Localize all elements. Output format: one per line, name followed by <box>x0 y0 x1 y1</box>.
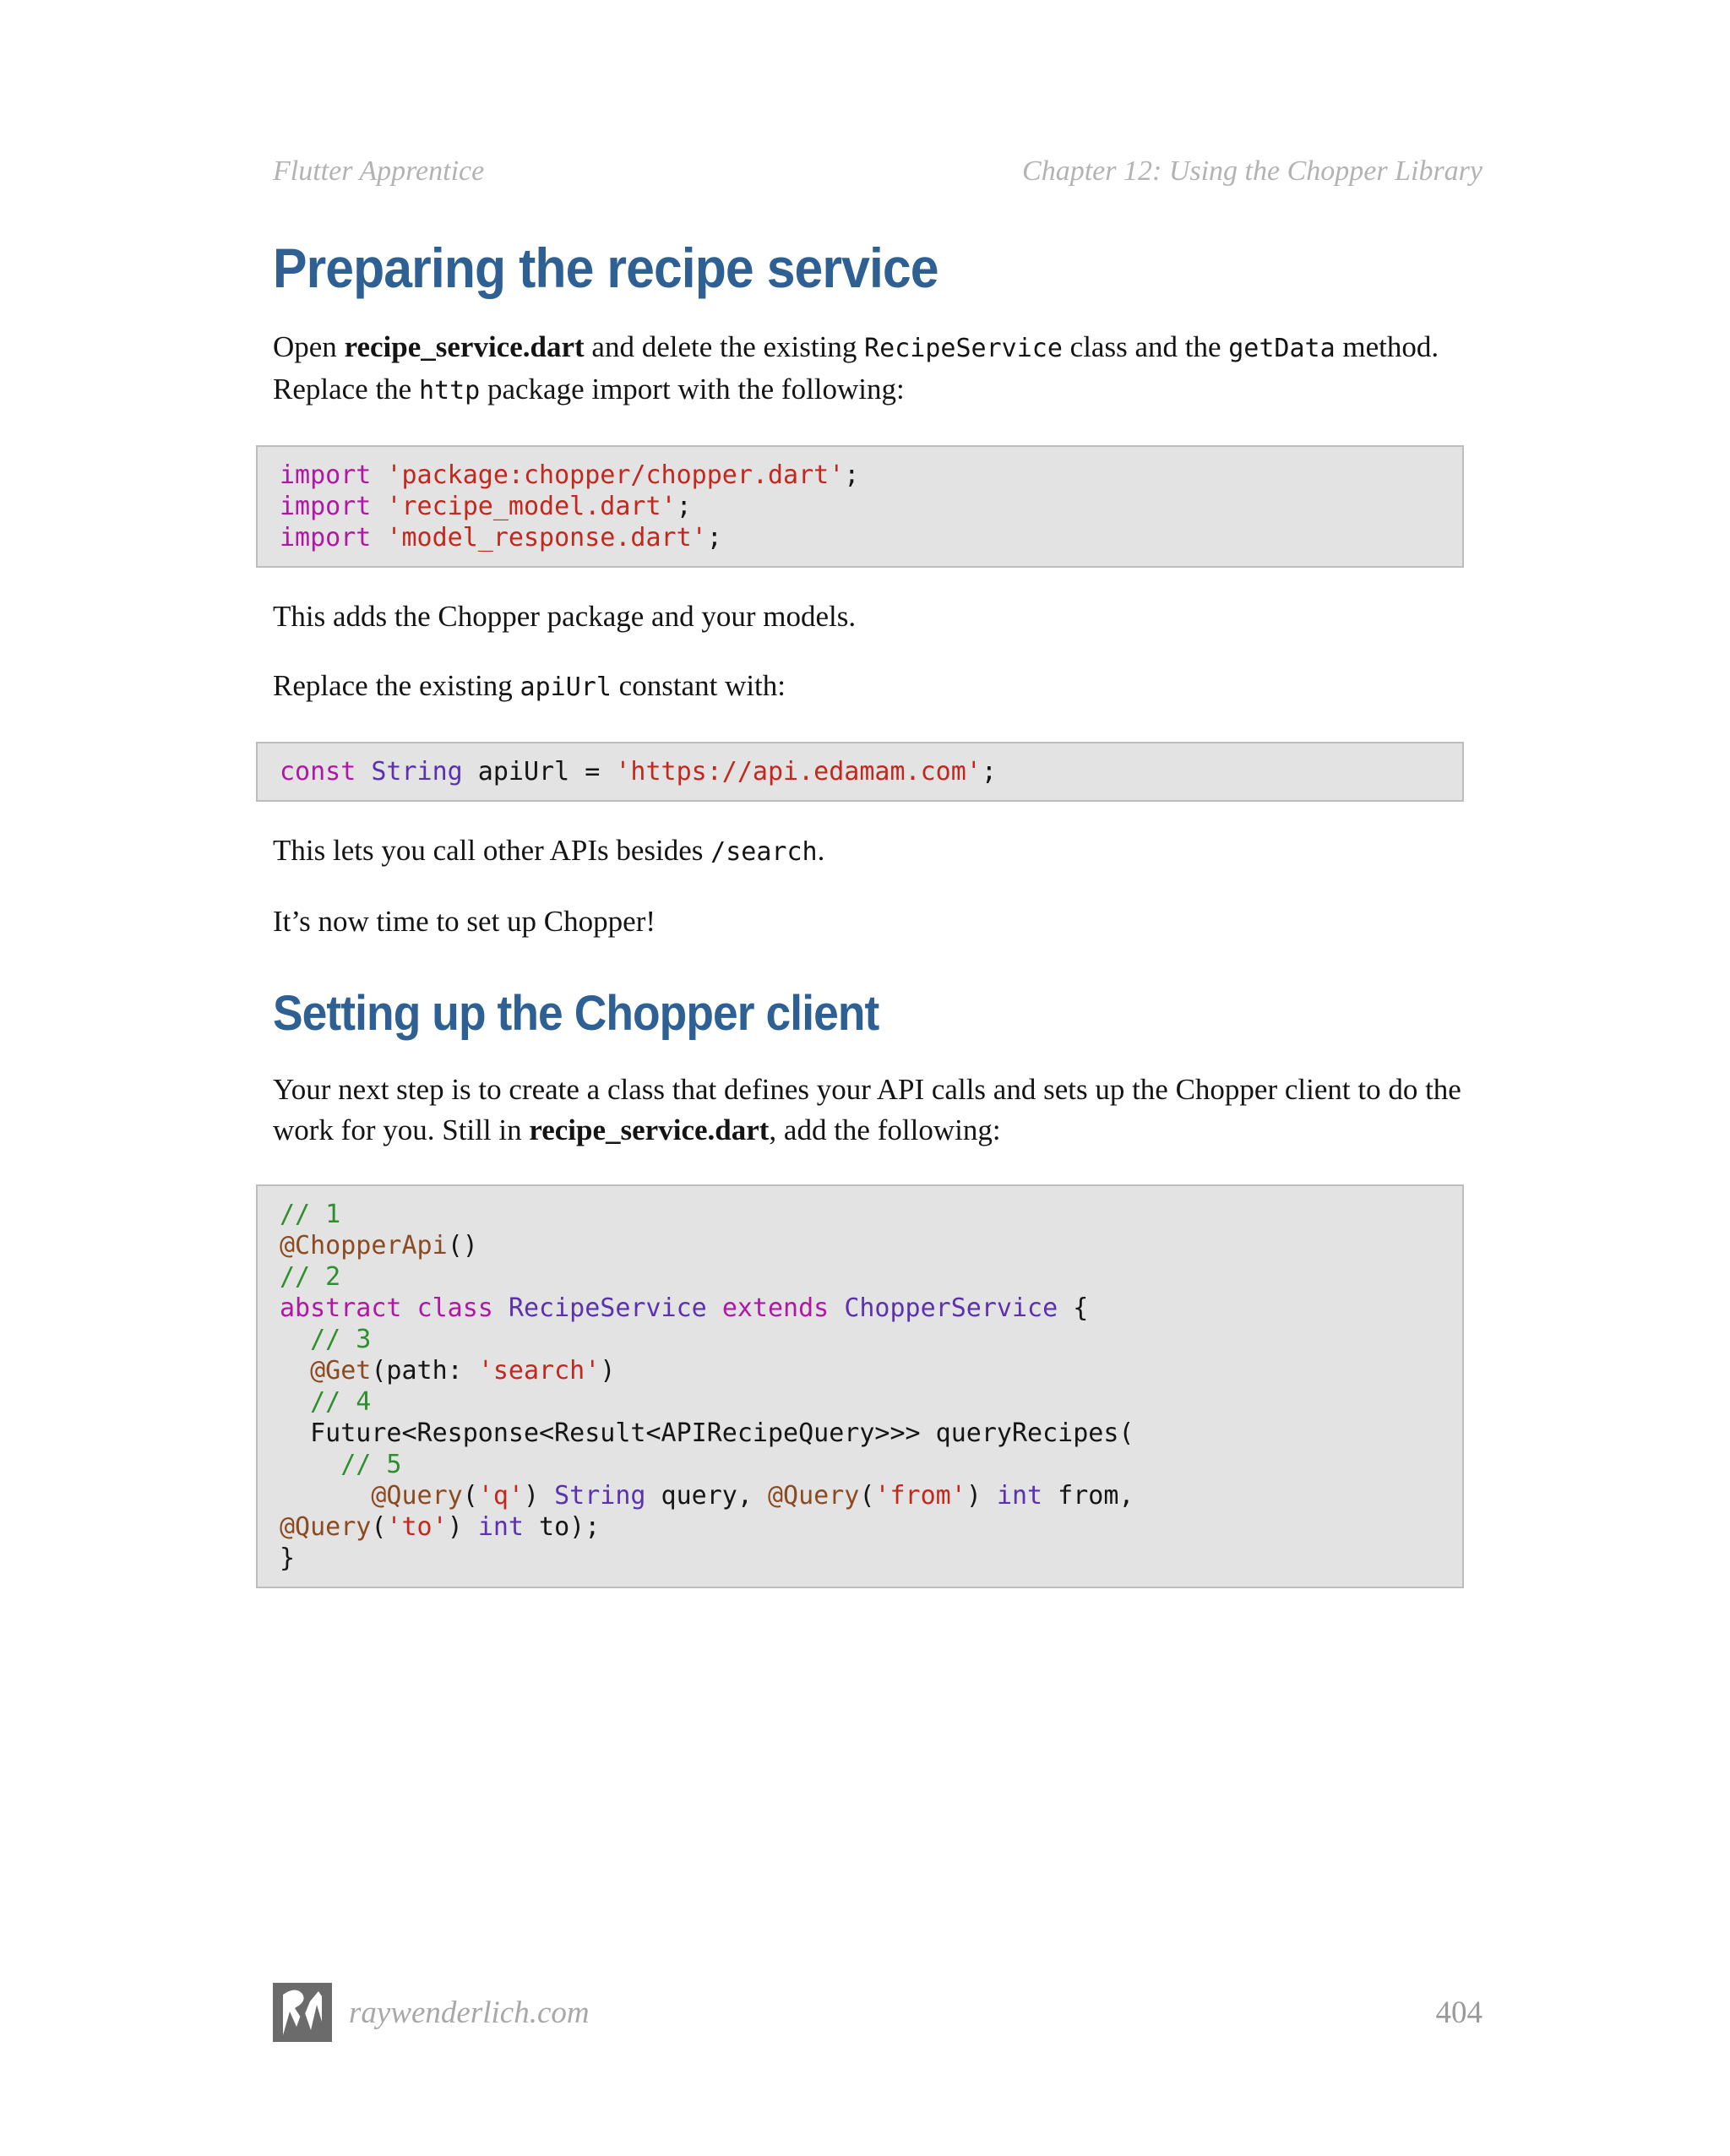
page-content: Flutter Apprentice Chapter 12: Using the… <box>256 0 1482 1588</box>
inline-code: RecipeService <box>864 334 1063 364</box>
paragraph-this-adds: This adds the Chopper package and your m… <box>273 596 1482 637</box>
code-line: // 1 <box>280 1199 341 1229</box>
text-segment: and delete the existing <box>584 330 865 364</box>
header-book-title: Flutter Apprentice <box>273 155 485 187</box>
code-line: abstract class RecipeService extends Cho… <box>280 1293 1089 1323</box>
paragraph-replace-apiurl: Replace the existing apiUrl constant wit… <box>273 666 1482 708</box>
page-number: 404 <box>1435 1995 1483 2030</box>
text-segment: , add the following: <box>769 1113 1001 1146</box>
code-block-apiurl: const String apiUrl = 'https://api.edama… <box>256 742 1464 803</box>
text-segment: recipe_service.dart <box>529 1113 770 1146</box>
text-segment: recipe_service.dart <box>344 330 585 364</box>
page-footer: raywenderlich.com 404 <box>273 1983 1482 2042</box>
code-line: const String apiUrl = 'https://api.edama… <box>280 757 997 787</box>
paragraph-next-step: Your next step is to create a class that… <box>273 1070 1482 1151</box>
code-line: @Get(path: 'search') <box>310 1355 616 1386</box>
code-line: // 3 <box>310 1324 372 1354</box>
text-segment: Replace the existing <box>273 669 520 703</box>
section-heading-preparing: Preparing the recipe service <box>273 237 939 299</box>
text-segment: class and the <box>1062 330 1229 364</box>
running-header: Flutter Apprentice Chapter 12: Using the… <box>273 0 1482 188</box>
paragraph-open-recipe-service: Open recipe_service.dart and delete the … <box>273 327 1482 411</box>
inline-code: getData <box>1228 334 1336 364</box>
paragraph-time-to-setup: It’s now time to set up Chopper! <box>273 901 1482 942</box>
text-segment: . <box>817 834 825 868</box>
inline-code: /search <box>710 837 818 868</box>
text-segment: It’s now time to set up Chopper! <box>273 905 656 939</box>
text-segment: package import with the following: <box>480 373 905 406</box>
section-heading-setting-up: Setting up the Chopper client <box>273 986 879 1042</box>
paragraph-other-apis: This lets you call other APIs besides /s… <box>273 830 1482 873</box>
code-block-imports: import 'package:chopper/chopper.dart';im… <box>256 445 1464 569</box>
code-line: @Query('q') String query, @Query('from')… <box>371 1480 1134 1511</box>
code-line: import 'package:chopper/chopper.dart'; <box>280 460 860 491</box>
code-line: // 5 <box>340 1449 402 1479</box>
code-line: import 'model_response.dart'; <box>280 523 722 553</box>
header-chapter-title: Chapter 12: Using the Chopper Library <box>1022 155 1482 187</box>
inline-code: http <box>418 376 481 406</box>
code-line: // 4 <box>310 1386 372 1417</box>
rw-logo-icon <box>273 1983 332 2042</box>
text-segment: Open <box>273 330 345 364</box>
inline-code: apiUrl <box>520 672 612 703</box>
code-line: } <box>280 1543 296 1573</box>
text-segment: This adds the Chopper package and your m… <box>273 600 857 634</box>
footer-site-name: raywenderlich.com <box>349 1995 590 2030</box>
text-segment: constant with: <box>611 669 786 703</box>
code-line: @Query('to') int to); <box>280 1511 601 1542</box>
code-line: @ChopperApi() <box>280 1230 478 1260</box>
text-segment: Your next step is to create a class that… <box>273 1072 1461 1146</box>
text-segment: This lets you call other APIs besides <box>273 834 711 868</box>
text-segment: method. Replace the <box>273 330 1439 406</box>
code-line: // 2 <box>280 1261 341 1292</box>
code-line: import 'recipe_model.dart'; <box>280 492 692 522</box>
code-line: Future<Response<Result<APIRecipeQuery>>>… <box>280 1418 1134 1448</box>
